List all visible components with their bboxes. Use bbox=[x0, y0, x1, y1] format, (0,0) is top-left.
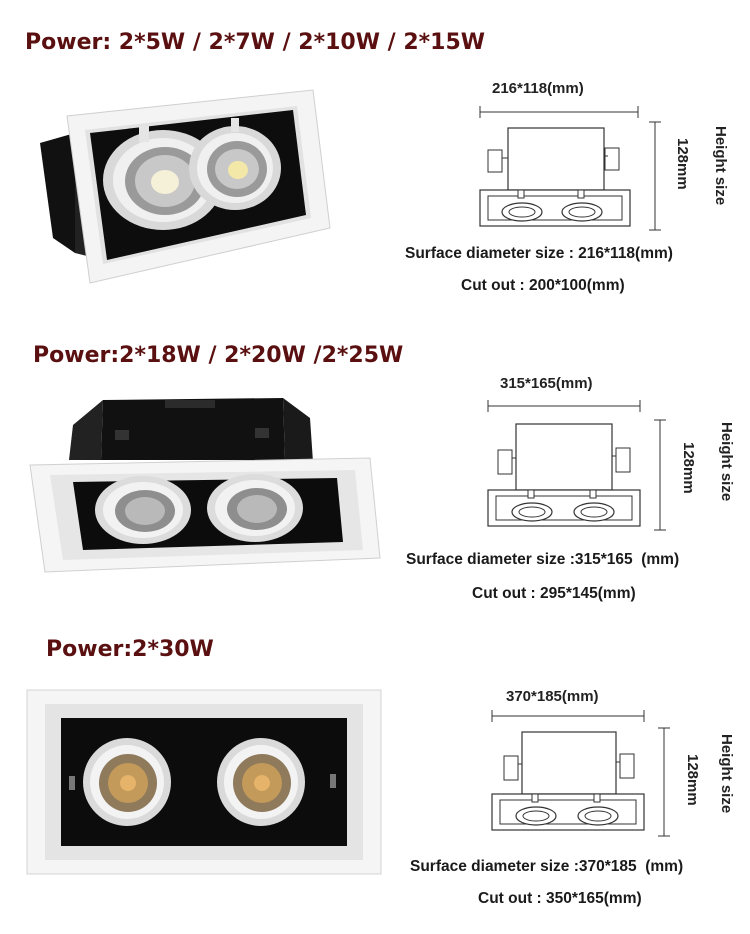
dimension-diagram bbox=[487, 400, 666, 531]
height-mm-label: 128mm bbox=[684, 754, 701, 806]
height-size-label: Height size bbox=[718, 422, 735, 502]
surface-size-text: Surface diameter size :315*165 (mm) bbox=[406, 551, 680, 568]
lamp-left bbox=[95, 476, 191, 544]
lamp-right bbox=[189, 118, 281, 210]
lamp-right bbox=[207, 474, 303, 542]
product-photo bbox=[29, 398, 381, 573]
power-title: Power:2*30W bbox=[46, 637, 214, 662]
cutout-text: Cut out : 350*165(mm) bbox=[478, 890, 642, 907]
dimension-label: 216*118(mm) bbox=[492, 80, 584, 97]
product-section-1: Power: 2*5W / 2*7W / 2*10W / 2*15W bbox=[0, 0, 750, 310]
dimension-diagram bbox=[479, 106, 661, 231]
product-section-3: Power:2*30W 370*185(mm) bbox=[0, 620, 750, 934]
product-section-2: Power:2*18W / 2*20W /2*25W 315*165(mm) bbox=[0, 310, 750, 620]
dimension-diagram bbox=[491, 710, 670, 837]
height-mm-label: 128mm bbox=[674, 138, 691, 190]
height-mm-label: 128mm bbox=[680, 442, 697, 494]
dimension-label: 370*185(mm) bbox=[506, 688, 599, 705]
height-size-label: Height size bbox=[712, 126, 729, 206]
product-photo bbox=[40, 89, 331, 284]
power-title: Power:2*18W / 2*20W /2*25W bbox=[33, 343, 404, 368]
cutout-text: Cut out : 200*100(mm) bbox=[461, 277, 625, 294]
dimension-label: 315*165(mm) bbox=[500, 375, 593, 392]
surface-size-text: Surface diameter size :370*185 (mm) bbox=[410, 858, 684, 875]
height-size-label: Height size bbox=[718, 734, 735, 814]
power-title: Power: 2*5W / 2*7W / 2*10W / 2*15W bbox=[25, 30, 486, 55]
surface-size-text: Surface diameter size : 216*118(mm) bbox=[405, 245, 673, 262]
cutout-text: Cut out : 295*145(mm) bbox=[472, 585, 636, 602]
lamp-left bbox=[83, 738, 171, 826]
lamp-right bbox=[217, 738, 305, 826]
product-photo bbox=[26, 689, 382, 875]
